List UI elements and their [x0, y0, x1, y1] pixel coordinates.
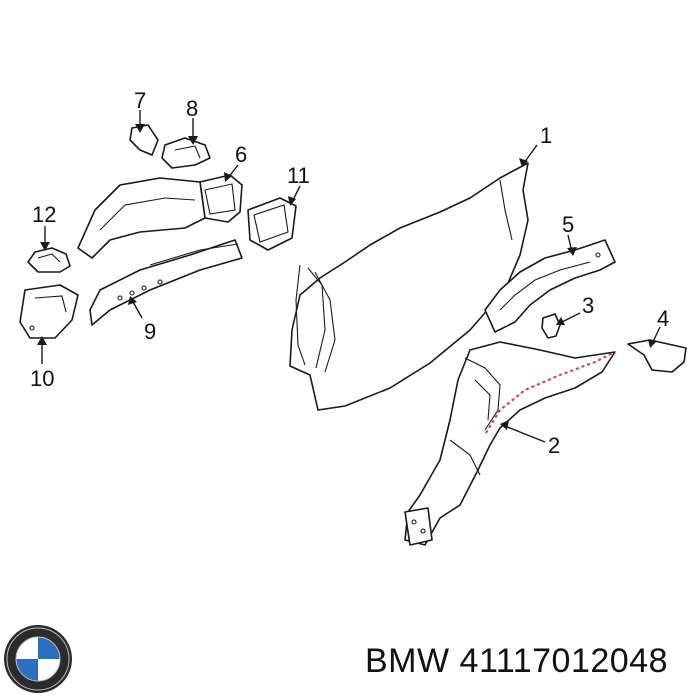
part-8-bracket	[161, 137, 211, 169]
upper-wheelhouse-rail	[77, 177, 206, 259]
part-number: 41117012048	[459, 642, 669, 680]
brand-name: BMW	[365, 642, 450, 680]
callout-3: 3	[582, 293, 594, 318]
part-3-bracket	[541, 313, 561, 339]
part-12-cap	[27, 247, 71, 273]
callout-6: 6	[235, 142, 247, 167]
callout-12: 12	[32, 202, 56, 227]
part-10-plate	[19, 284, 79, 339]
callout-8: 8	[186, 96, 198, 121]
part-7-clip	[129, 124, 159, 156]
callout-2: 2	[548, 433, 560, 458]
callout-5: 5	[562, 212, 574, 237]
part-2-inner-wheelhouse	[404, 341, 616, 546]
part-5-arch-reinforcement	[484, 239, 616, 333]
callout-9: 9	[144, 319, 156, 344]
callout-11: 11	[287, 163, 310, 188]
part-4-bracket	[627, 339, 687, 373]
callout-4: 4	[657, 306, 669, 331]
leader-lines	[37, 110, 661, 443]
part-1-side-panel	[289, 162, 529, 411]
part-11-box-bracket	[247, 197, 297, 251]
bmw-roundel-icon	[4, 625, 72, 693]
footer-caption: BMW 41117012048	[365, 642, 668, 681]
callout-1: 1	[540, 123, 552, 148]
callout-7: 7	[134, 88, 146, 113]
callout-10: 10	[30, 366, 54, 391]
part-6-box-bracket	[199, 174, 243, 223]
part-9-rail	[89, 239, 243, 326]
